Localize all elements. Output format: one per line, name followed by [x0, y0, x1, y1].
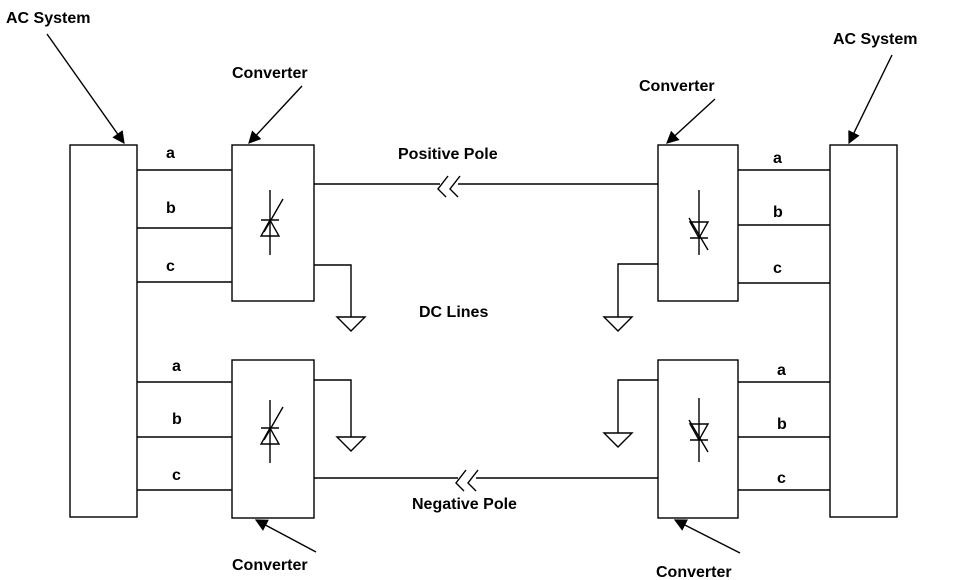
arrow-ac-system-left — [46, 33, 125, 145]
arrow-converter-top-left — [248, 85, 303, 144]
phase-label-bottom-left-b: b — [172, 411, 182, 428]
arrow-ac-system-right — [848, 54, 893, 145]
negative-pole-line — [314, 469, 658, 492]
ac-system-right-block — [829, 144, 898, 518]
phase-label-top-left-c: c — [166, 258, 175, 275]
ac-lines-top-left — [137, 169, 232, 283]
converter-top-left-block — [231, 144, 315, 302]
ground-bottom-right-icon — [602, 379, 658, 448]
phase-label-bottom-right-a: a — [777, 362, 786, 379]
label-dc-lines: DC Lines — [419, 304, 488, 321]
phase-label-top-left-b: b — [166, 200, 176, 217]
phase-label-top-right-b: b — [773, 204, 783, 221]
label-ac-system-right: AC System — [833, 31, 917, 48]
label-ac-system-left: AC System — [6, 10, 90, 27]
ground-top-right-icon — [602, 263, 658, 332]
ground-top-left-icon — [314, 264, 367, 332]
arrow-converter-top-right — [666, 98, 716, 144]
label-positive-pole: Positive Pole — [398, 146, 498, 163]
phase-label-top-right-c: c — [773, 260, 782, 277]
thyristor-top-right-icon — [688, 190, 710, 255]
thyristor-bottom-left-icon — [259, 400, 284, 463]
positive-pole-line — [314, 175, 658, 198]
phase-label-bottom-right-b: b — [777, 416, 787, 433]
label-converter-top-left: Converter — [232, 65, 308, 82]
label-converter-bottom-right: Converter — [656, 564, 732, 580]
label-negative-pole: Negative Pole — [412, 496, 517, 513]
phase-label-top-left-a: a — [166, 145, 175, 162]
thyristor-bottom-right-icon — [688, 398, 710, 462]
ac-lines-top-right — [738, 169, 830, 284]
arrow-converter-bottom-right — [673, 519, 741, 554]
phase-label-bottom-left-c: c — [172, 467, 181, 484]
label-converter-top-right: Converter — [639, 78, 715, 95]
phase-label-bottom-left-a: a — [172, 358, 181, 375]
ac-system-left-block — [69, 144, 138, 518]
converter-bottom-left-block — [231, 359, 315, 519]
label-converter-bottom-left: Converter — [232, 557, 308, 574]
phase-label-top-right-a: a — [773, 150, 782, 167]
phase-label-bottom-right-c: c — [777, 470, 786, 487]
ac-lines-bottom-left — [137, 381, 232, 491]
ac-lines-bottom-right — [738, 381, 830, 491]
converter-top-right-block — [657, 144, 739, 302]
ground-bottom-left-icon — [314, 379, 367, 452]
arrow-converter-bottom-left — [254, 519, 317, 553]
thyristor-top-left-icon — [259, 190, 284, 255]
